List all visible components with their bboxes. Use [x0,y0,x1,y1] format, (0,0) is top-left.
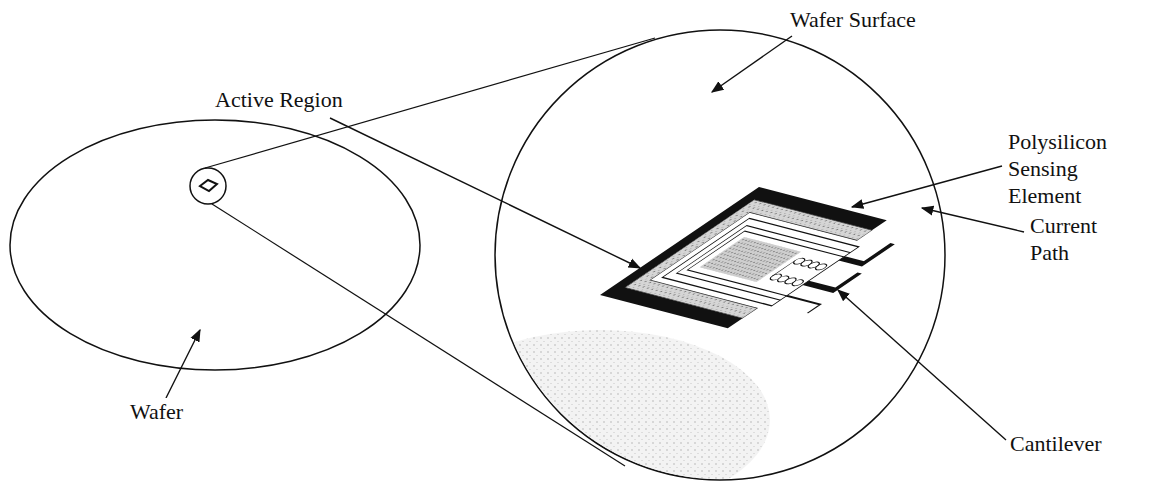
cantilever [662,218,858,306]
cantilever-device [600,187,928,339]
leader-line [852,166,1002,207]
leader-line [712,36,792,92]
leader-lines [166,36,1024,440]
current-lead [774,296,820,313]
leader-line [330,118,640,268]
part-label: Current Path [1028,212,1128,266]
label-box: Current Path [1028,212,1128,266]
label-box: Wafer Surface [788,6,918,33]
label-box: Cantilever [1008,430,1104,457]
leader-line [838,290,1006,440]
label-box: Polysilicon Sensing Element [1006,128,1124,209]
wafer-outline [10,120,420,370]
part-label: Wafer Surface [788,6,918,33]
polysilicon-meander [768,257,829,286]
zoom-circle [190,168,226,204]
cantilever-shading [700,237,801,282]
current-lead [806,266,860,291]
part-label: Active Region [213,86,345,113]
trench [625,200,872,318]
label-box: Active Region [213,86,345,113]
leader-line [922,208,1024,232]
part-label: Cantilever [1008,430,1104,457]
surface-speckle [430,330,770,482]
leader-line [166,330,200,398]
current-lead [842,238,893,264]
part-label: Polysilicon Sensing Element [1006,128,1124,209]
die-mark [200,180,217,191]
label-box: Wafer [128,398,185,425]
part-label: Wafer [128,398,185,425]
